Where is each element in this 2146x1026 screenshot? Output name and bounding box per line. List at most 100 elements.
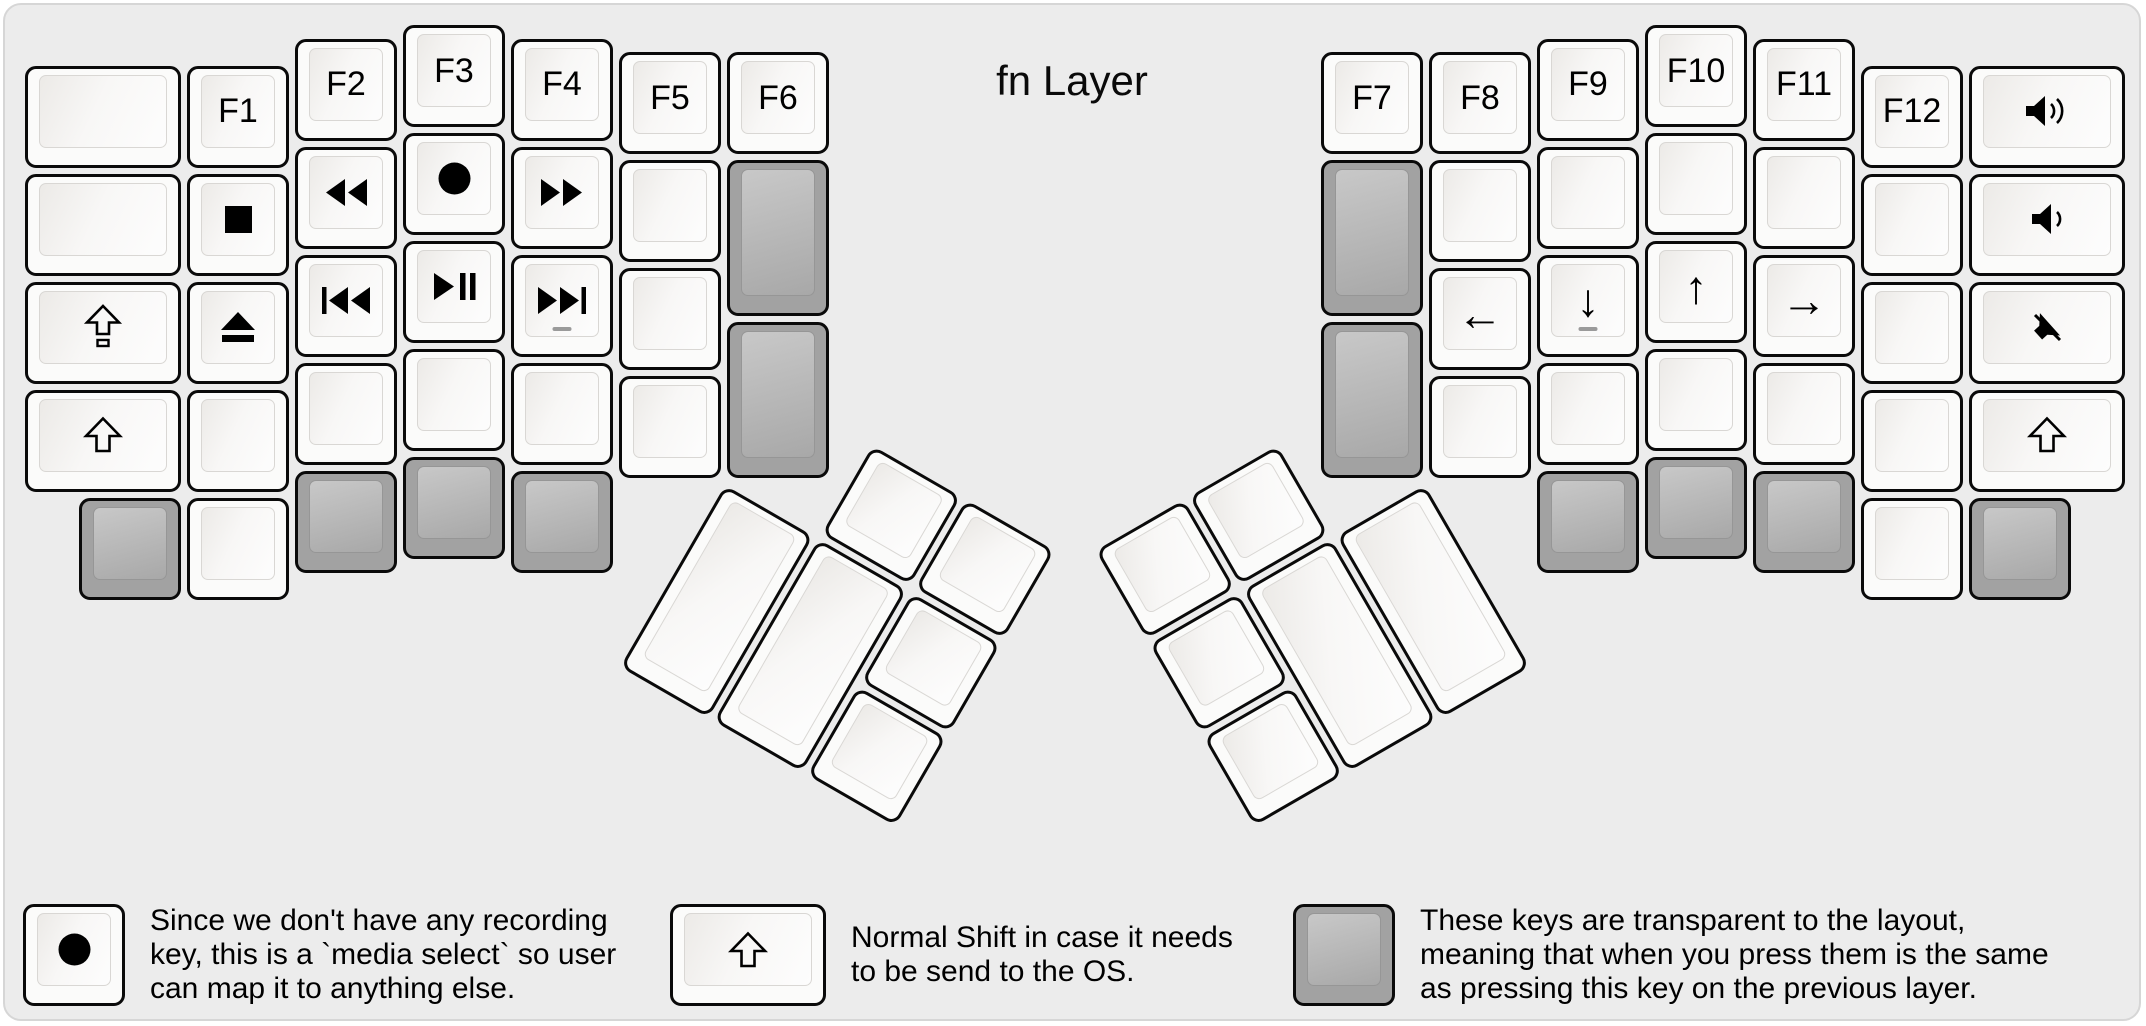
keytop	[1551, 155, 1625, 229]
key-f5[interactable]: F5	[619, 52, 721, 154]
key-transparent[interactable]	[1753, 470, 1855, 573]
key-f10[interactable]: F10	[1645, 25, 1747, 127]
key-rewind[interactable]	[295, 146, 397, 249]
keytop	[309, 479, 383, 553]
keytop	[843, 460, 945, 561]
sample-key-transparent-wrap	[1293, 904, 1395, 1006]
keytop	[1983, 398, 2111, 472]
key-record[interactable]	[403, 133, 505, 235]
key-arrow-right[interactable]: →	[1753, 254, 1855, 357]
keytop: →	[1767, 263, 1841, 337]
key-blank[interactable]	[295, 362, 397, 465]
keytop	[684, 913, 812, 986]
key-f1[interactable]: F1	[187, 65, 289, 168]
key-transparent[interactable]	[511, 470, 613, 573]
key-mute[interactable]	[1969, 281, 2125, 384]
key-fast-forward[interactable]	[511, 146, 613, 249]
key-blank[interactable]	[1861, 497, 1963, 600]
key-f3[interactable]: F3	[403, 25, 505, 127]
key-blank[interactable]	[25, 65, 181, 168]
key-transparent[interactable]	[1293, 904, 1395, 1006]
key-label: F6	[758, 78, 798, 117]
key-f2[interactable]: F2	[295, 38, 397, 141]
key-prev-track[interactable]	[295, 254, 397, 357]
key-volume-up[interactable]	[1969, 65, 2125, 168]
keytop	[1983, 182, 2111, 256]
key-stop[interactable]	[187, 173, 289, 276]
key-blank[interactable]	[1537, 146, 1639, 249]
key-f12[interactable]: F12	[1861, 65, 1963, 168]
key-blank[interactable]	[1861, 389, 1963, 492]
keytop	[1983, 506, 2057, 580]
keytop: F9	[1551, 47, 1625, 121]
keytop	[525, 263, 599, 337]
key-blank[interactable]	[1429, 160, 1531, 262]
key-blank[interactable]	[619, 160, 721, 262]
key-eject[interactable]	[187, 281, 289, 384]
key-blank[interactable]	[403, 349, 505, 451]
keytop	[1659, 466, 1733, 539]
key-transparent[interactable]	[1321, 160, 1423, 316]
key-f8[interactable]: F8	[1429, 52, 1531, 154]
key-arrow-up[interactable]: ↑	[1645, 241, 1747, 343]
key-f6[interactable]: F6	[727, 52, 829, 154]
key-blank[interactable]	[511, 362, 613, 465]
keytop	[1875, 182, 1949, 256]
keytop: ←	[1443, 277, 1517, 350]
keytop: F1	[201, 74, 275, 148]
key-transparent[interactable]	[727, 322, 829, 478]
shift-icon	[2027, 416, 2067, 454]
rewind-icon	[324, 178, 368, 207]
legend-note-text: Normal Shift in case it needs to be send…	[851, 921, 1233, 988]
key-f11[interactable]: F11	[1753, 38, 1855, 141]
key-f7[interactable]: F7	[1321, 52, 1423, 154]
keytop	[1443, 169, 1517, 242]
key-blank[interactable]	[619, 376, 721, 478]
key-f9[interactable]: F9	[1537, 38, 1639, 141]
key-label: F5	[650, 78, 690, 117]
key-arrow-left[interactable]: ←	[1429, 268, 1531, 370]
legend-note-shift: Normal Shift in case it needs to be send…	[670, 904, 1233, 1006]
key-blank[interactable]	[1861, 281, 1963, 384]
keytop: F8	[1443, 61, 1517, 134]
key-transparent[interactable]	[1969, 497, 2071, 600]
key-transparent[interactable]	[295, 470, 397, 573]
key-transparent[interactable]	[1645, 457, 1747, 559]
key-blank[interactable]	[1645, 349, 1747, 451]
key-arrow-down[interactable]: ↓	[1537, 254, 1639, 357]
keytop	[39, 398, 167, 472]
key-transparent[interactable]	[79, 497, 181, 600]
key-transparent[interactable]	[727, 160, 829, 316]
key-volume-down[interactable]	[1969, 173, 2125, 276]
key-record[interactable]	[23, 904, 125, 1006]
keytop	[309, 263, 383, 337]
key-next-track[interactable]	[511, 254, 613, 357]
key-blank[interactable]	[187, 497, 289, 600]
key-play-pause[interactable]	[403, 241, 505, 343]
key-f4[interactable]: F4	[511, 38, 613, 141]
key-caps-lock[interactable]	[25, 281, 181, 384]
key-blank[interactable]	[25, 173, 181, 276]
volume-down-icon	[2030, 202, 2064, 236]
key-blank[interactable]	[1753, 362, 1855, 465]
key-blank[interactable]	[187, 389, 289, 492]
key-shift[interactable]	[1969, 389, 2125, 492]
key-shift[interactable]	[670, 904, 826, 1006]
keytop	[309, 371, 383, 445]
key-transparent[interactable]	[1321, 322, 1423, 478]
prev-track-icon	[321, 286, 371, 315]
key-blank[interactable]	[1861, 173, 1963, 276]
keytop	[1767, 371, 1841, 445]
key-blank[interactable]	[1645, 133, 1747, 235]
key-blank[interactable]	[619, 268, 721, 370]
key-transparent[interactable]	[1537, 470, 1639, 573]
keytop	[39, 290, 167, 364]
keytop	[201, 506, 275, 580]
key-blank[interactable]	[1429, 376, 1531, 478]
key-blank[interactable]	[1753, 146, 1855, 249]
key-shift[interactable]	[25, 389, 181, 492]
key-blank[interactable]	[1537, 362, 1639, 465]
keytop: F3	[417, 34, 491, 107]
keytop: F4	[525, 47, 599, 121]
key-transparent[interactable]	[403, 457, 505, 559]
